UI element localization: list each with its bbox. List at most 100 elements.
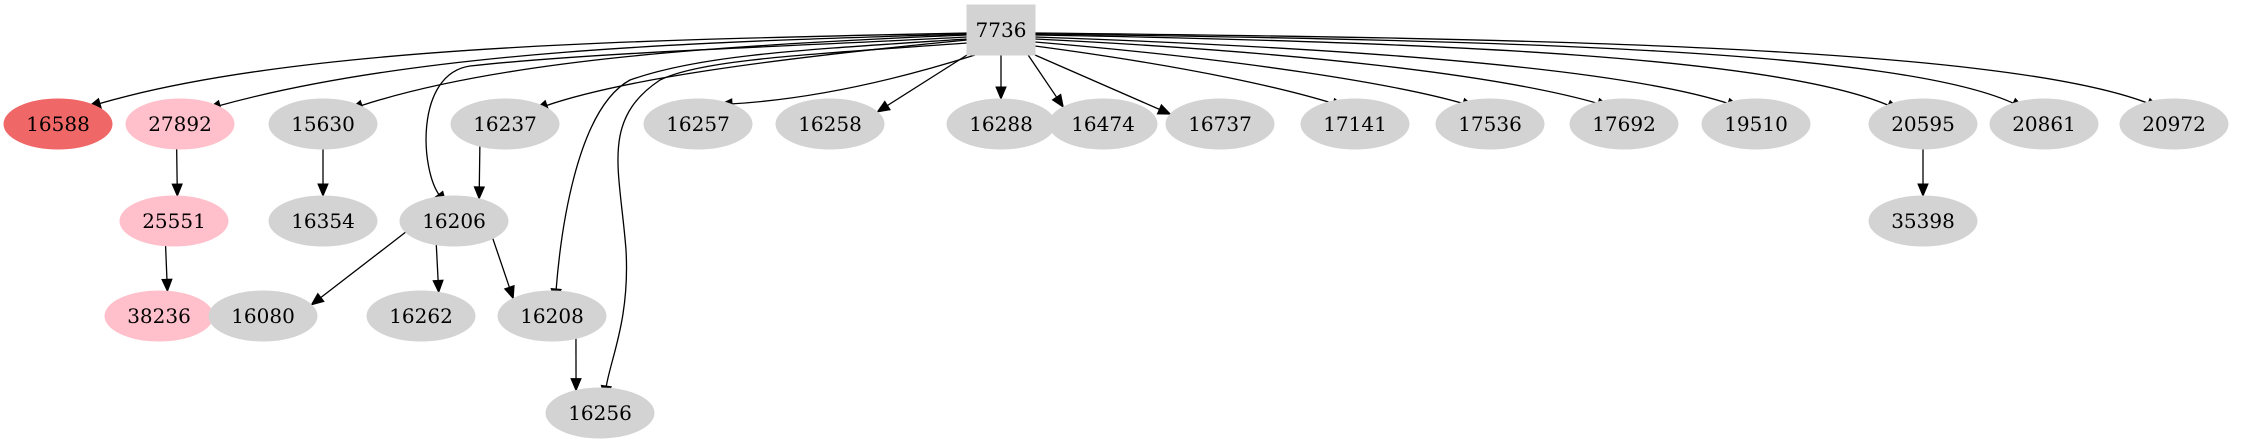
node-16206[interactable]: 16206	[399, 195, 509, 247]
node-label: 35398	[1891, 209, 1955, 233]
node-label: 16256	[568, 401, 632, 425]
node-19510[interactable]: 19510	[1701, 98, 1811, 150]
edge-7736-16256	[600, 42, 968, 400]
node-20595[interactable]: 20595	[1868, 98, 1978, 150]
node-ellipse	[119, 195, 229, 247]
node-16080[interactable]: 16080	[208, 290, 318, 342]
edge-line	[478, 146, 481, 188]
arrowhead-icon	[570, 378, 582, 392]
node-16258[interactable]: 16258	[775, 98, 885, 150]
node-label: 25551	[142, 209, 206, 233]
arrowhead-icon	[161, 278, 173, 293]
node-27892[interactable]: 27892	[125, 98, 235, 150]
node-38236[interactable]: 38236	[104, 290, 214, 342]
node-16737[interactable]: 16737	[1165, 98, 1275, 150]
node-16256[interactable]: 16256	[545, 387, 655, 439]
node-17141[interactable]: 17141	[1300, 98, 1410, 150]
node-ellipse	[497, 290, 607, 342]
node-label: 16474	[1071, 112, 1135, 136]
node-7736[interactable]: 7736	[966, 4, 1036, 56]
arrowhead-icon	[310, 292, 325, 306]
node-label: 20595	[1891, 112, 1955, 136]
edge-line	[1034, 33, 2016, 105]
node-label: 27892	[148, 112, 212, 136]
edge-line	[1034, 41, 1466, 105]
edges-layer	[87, 32, 2161, 400]
node-label: 16080	[231, 304, 295, 328]
edge-16208-16256	[570, 338, 582, 392]
edge-7736-16237	[534, 39, 968, 111]
edge-16237-16206	[473, 146, 486, 201]
arrowhead-icon	[1917, 183, 1929, 198]
node-label: 17536	[1458, 112, 1522, 136]
node-16288[interactable]: 16288	[946, 98, 1056, 150]
edge-7736-16208	[550, 38, 968, 303]
node-20861[interactable]: 20861	[1989, 98, 2099, 150]
node-35398[interactable]: 35398	[1868, 195, 1978, 247]
node-ellipse	[268, 195, 378, 247]
node-16354[interactable]: 16354	[268, 195, 378, 247]
nodes-layer: 7736 16588 27892 15630 16237 16257 16258 16288 1…	[3, 4, 2229, 439]
edge-7736-16588	[87, 32, 968, 109]
node-label: 17141	[1323, 112, 1387, 136]
node-15630[interactable]: 15630	[268, 98, 378, 150]
node-ellipse	[1868, 195, 1978, 247]
node-ellipse	[775, 98, 885, 150]
node-16262[interactable]: 16262	[366, 290, 476, 342]
edge-7736-17141	[1034, 45, 1346, 109]
node-ellipse	[2119, 98, 2229, 150]
edge-7736-16474	[1027, 54, 1065, 109]
edge-7736-19510	[1034, 36, 1741, 109]
edge-line	[97, 32, 968, 105]
node-label: 16737	[1188, 112, 1252, 136]
edge-line	[605, 42, 968, 389]
node-ellipse	[125, 98, 235, 150]
edge-line	[555, 38, 968, 292]
node-25551[interactable]: 25551	[119, 195, 229, 247]
edge-7736-17536	[1034, 41, 1476, 109]
edge-line	[164, 245, 168, 281]
node-17692[interactable]: 17692	[1569, 98, 1679, 150]
edge-27892-25551	[171, 148, 183, 198]
edge-line	[425, 36, 968, 197]
node-16257[interactable]: 16257	[643, 98, 753, 150]
node-label: 16288	[969, 112, 1033, 136]
arrowhead-icon	[503, 284, 515, 300]
arrowhead-icon	[473, 186, 486, 201]
node-label: 20972	[2142, 112, 2206, 136]
node-16588[interactable]: 16588	[3, 98, 113, 150]
node-label: 16354	[291, 209, 355, 233]
node-ellipse	[3, 98, 113, 150]
node-17536[interactable]: 17536	[1435, 98, 1545, 150]
edge-line	[359, 34, 968, 107]
node-ellipse	[450, 98, 560, 150]
node-ellipse	[1989, 98, 2099, 150]
edge-7736-16288	[995, 55, 1007, 101]
edge-line	[729, 54, 976, 105]
node-ellipse	[1300, 98, 1410, 150]
edge-15630-16354	[317, 149, 329, 198]
node-ellipse	[545, 387, 655, 439]
edge-20595-35398	[1917, 149, 1929, 198]
node-16474[interactable]: 16474	[1048, 98, 1158, 150]
node-ellipse	[399, 195, 509, 247]
node-label: 16237	[473, 112, 537, 136]
arrowhead-icon	[171, 183, 183, 198]
node-20972[interactable]: 20972	[2119, 98, 2229, 150]
node-16208[interactable]: 16208	[497, 290, 607, 342]
node-label: 16258	[798, 112, 862, 136]
node-ellipse	[208, 290, 318, 342]
edge-7736-20861	[1034, 33, 2026, 109]
node-label: 20861	[2012, 112, 2076, 136]
node-label: 19510	[1724, 112, 1788, 136]
edge-16206-16262	[432, 244, 444, 294]
root-node-box	[966, 4, 1036, 56]
node-label: 16208	[520, 304, 584, 328]
node-ellipse	[1701, 98, 1811, 150]
edge-16206-16208	[492, 238, 515, 300]
node-ellipse	[643, 98, 753, 150]
node-label: 7736	[976, 18, 1027, 42]
node-16237[interactable]: 16237	[450, 98, 560, 150]
arrowhead-icon	[876, 100, 891, 113]
node-label: 38236	[127, 304, 191, 328]
